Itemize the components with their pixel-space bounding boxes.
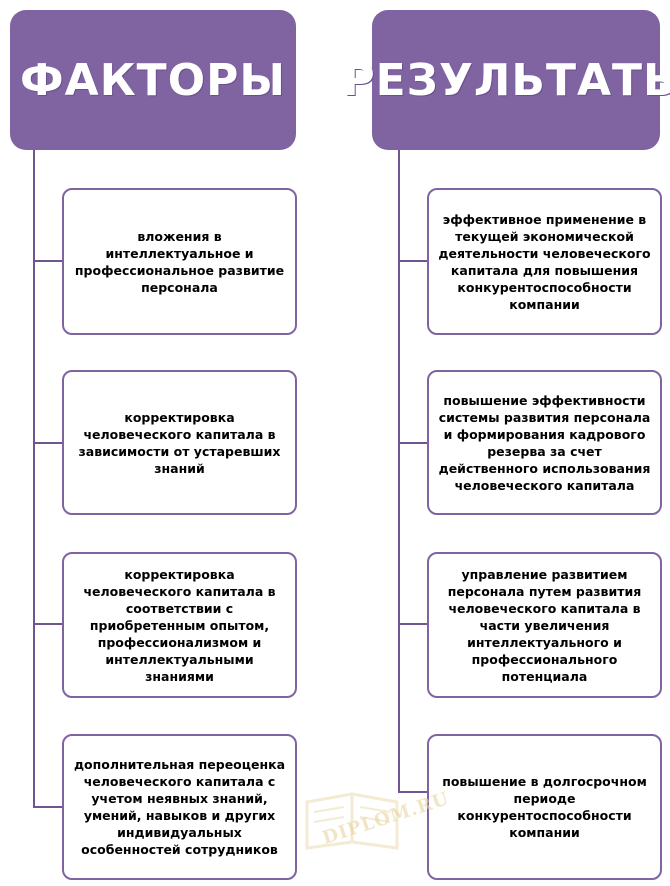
factor-text-2: корректировка человеческого капитала в з… <box>78 409 281 476</box>
factors-connector-trunk <box>33 150 35 807</box>
result-text-3: управление развитием персонала путем раз… <box>447 566 642 684</box>
result-text-4: повышение в долгосрочном периоде конкуре… <box>442 774 647 840</box>
factors-connector-branch-2 <box>33 442 63 444</box>
results-header: РЕЗУЛЬТАТЫ <box>342 10 670 150</box>
factor-box-1: вложения в интеллектуальное и профессион… <box>62 188 297 335</box>
factor-text-4: дополнительная переоценка человеческого … <box>73 757 286 857</box>
factors-header: ФАКТОРЫ <box>10 10 296 150</box>
results-connector-branch-2 <box>398 442 428 444</box>
factor-box-4: дополнительная переоценка человеческого … <box>62 734 297 880</box>
factors-connector-branch-3 <box>33 623 63 625</box>
result-box-4: повышение в долгосрочном периоде конкуре… <box>427 734 662 880</box>
result-box-3: управление развитием персонала путем раз… <box>427 552 662 698</box>
factors-connector-branch-1 <box>33 260 63 262</box>
result-text-2: повышение эффективности системы развития… <box>438 392 651 493</box>
results-connector-branch-3 <box>398 623 428 625</box>
factor-text-3: корректировка человеческого капитала в с… <box>83 566 276 684</box>
results-connector-trunk <box>398 150 400 792</box>
factor-text-1: вложения в интеллектуальное и профессион… <box>74 228 285 295</box>
factor-box-3: корректировка человеческого капитала в с… <box>62 552 297 698</box>
results-connector-branch-1 <box>398 260 428 262</box>
factors-connector-branch-4 <box>33 806 63 808</box>
factor-box-2: корректировка человеческого капитала в з… <box>62 370 297 515</box>
result-text-1: эффективное применение в текущей экономи… <box>438 211 651 312</box>
results-connector-branch-4 <box>398 791 428 793</box>
result-box-1: эффективное применение в текущей экономи… <box>427 188 662 335</box>
result-box-2: повышение эффективности системы развития… <box>427 370 662 515</box>
